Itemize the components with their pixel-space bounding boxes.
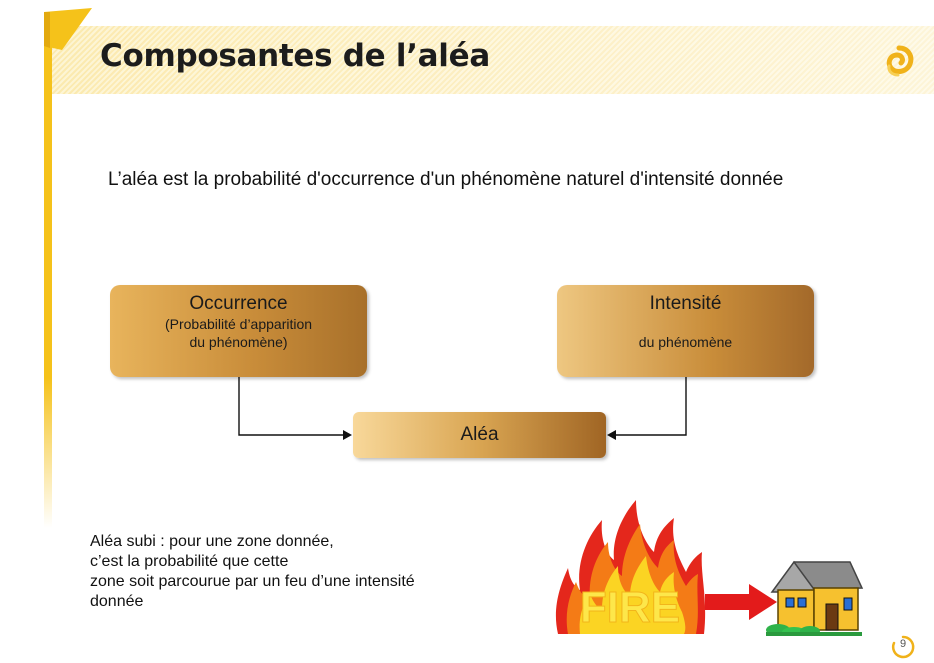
alea-box: Aléa <box>353 412 606 458</box>
fire-icon: FIRE <box>555 500 706 634</box>
alea-subi-line3: zone soit parcourue par un feu d’une int… <box>90 573 415 590</box>
intensite-box: Intensité du phénomène <box>557 285 814 377</box>
title-band <box>48 26 934 94</box>
flag-icon <box>44 8 92 50</box>
flag-pole <box>44 28 52 528</box>
alea-subi-line4: donnée <box>90 593 144 610</box>
fire-label: FIRE <box>580 583 680 632</box>
intensite-title: Intensité <box>649 293 722 314</box>
alea-subi-line2: c’est la probabilité que cette <box>90 553 289 570</box>
occurrence-subtitle-line1: (Probabilité d’apparition <box>164 316 313 332</box>
slide-title: Composantes de l’aléa <box>100 38 490 74</box>
occurrence-to-alea-arrowhead <box>343 430 352 440</box>
occurrence-to-alea-connector <box>238 377 344 436</box>
page-number-swirl-icon <box>891 635 915 659</box>
red-arrow-icon <box>705 584 777 620</box>
page-number: 9 <box>899 638 907 650</box>
alea-title: Aléa <box>460 424 499 445</box>
occurrence-subtitle-line2: du phénomène) <box>189 334 288 350</box>
intensite-to-alea-connector <box>615 377 687 436</box>
intensite-subtitle: du phénomène <box>638 334 733 350</box>
alea-subi-line1: Aléa subi : pour une zone donnée, <box>90 533 334 550</box>
alea-subi-text: Aléa subi : pour une zone donnée, c’est … <box>90 532 540 612</box>
occurrence-title: Occurrence <box>189 293 288 314</box>
swirl-logo-icon <box>886 45 914 77</box>
occurrence-box: Occurrence (Probabilité d’apparition du … <box>110 285 367 377</box>
house-icon <box>766 560 864 636</box>
intro-text: L’aléa est la probabilité d'occurrence d… <box>108 169 784 190</box>
intensite-to-alea-arrowhead <box>607 430 616 440</box>
